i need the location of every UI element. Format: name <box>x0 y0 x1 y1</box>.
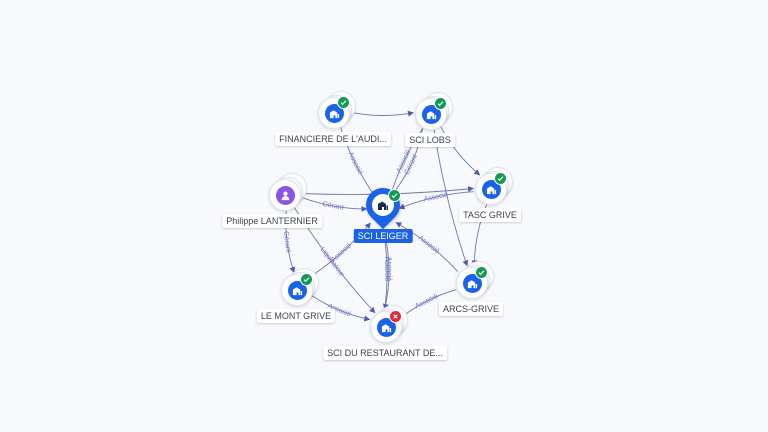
node-disc <box>281 274 313 306</box>
edge-label: Associé <box>383 257 390 282</box>
edge-label: Gérant <box>282 231 292 253</box>
edge-le_mont_grive-sci_restaurant <box>311 295 371 322</box>
building-icon <box>287 280 307 300</box>
edge-label: Associé <box>414 293 439 310</box>
node-disc <box>269 179 301 211</box>
edge-label: Associé <box>417 235 441 256</box>
cross-icon <box>389 310 402 323</box>
node-label: SCI LOBS <box>405 133 455 147</box>
edge-label: Associé <box>330 242 353 264</box>
node-label: SCI DU RESTAURANT DE... <box>323 346 447 360</box>
node-label: TASC GRIVE <box>459 208 521 222</box>
edge-tasc_grive-sci_leiger <box>398 191 474 210</box>
building-icon <box>421 104 441 124</box>
node-label: FINANCIERE DE L'AUDI... <box>275 132 391 146</box>
edge-label: Associé <box>346 151 363 176</box>
check-icon <box>494 172 507 185</box>
edge-sci_lobs-tasc_grive <box>440 126 481 176</box>
edge-arcs_grive-sci_leiger <box>395 222 459 272</box>
node-label: SCI LEIGER <box>353 229 413 243</box>
edge-label: Associé <box>423 191 449 203</box>
edge-philippe-sci_leiger <box>300 196 368 212</box>
check-icon <box>434 97 447 110</box>
edge-label: Gérant <box>322 201 344 212</box>
person-icon <box>275 185 295 205</box>
edge-label: Associé <box>385 257 392 282</box>
check-icon <box>388 189 401 202</box>
node-label: LE MONT GRIVE <box>256 309 336 323</box>
building-icon <box>324 103 344 123</box>
building-icon <box>376 317 396 337</box>
building-icon <box>462 273 482 293</box>
check-icon <box>475 266 488 279</box>
check-icon <box>337 96 350 109</box>
check-icon <box>300 273 313 286</box>
node-disc <box>456 267 488 299</box>
edge-financiere-sci_lobs <box>349 110 414 117</box>
building-icon <box>481 179 501 199</box>
node-label: Philippe LANTERNIER <box>222 214 322 228</box>
node-label: ARCS-GRIVE <box>438 302 504 316</box>
